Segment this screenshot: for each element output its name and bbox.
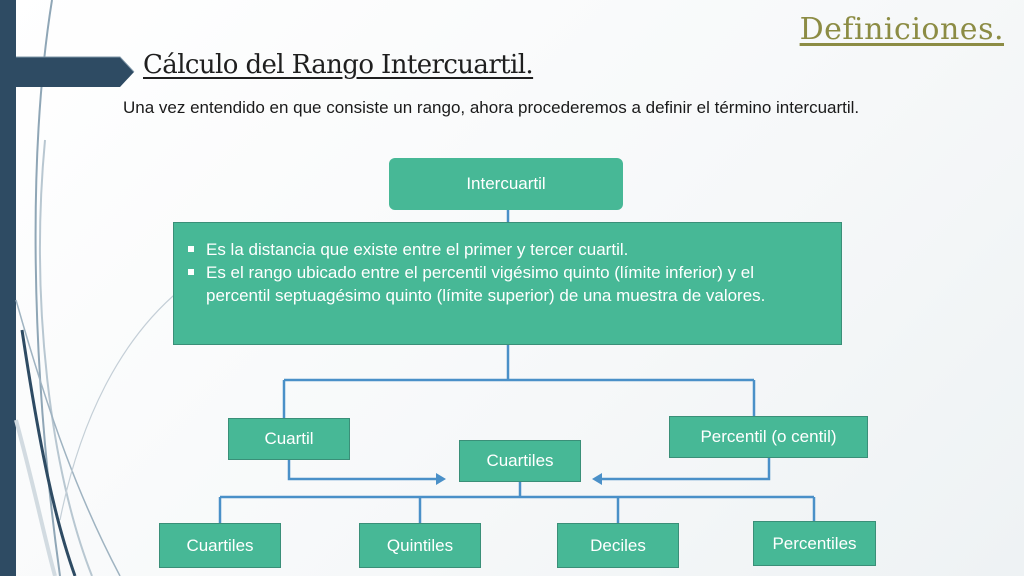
leaf-percentiles-node: Percentiles — [753, 521, 876, 566]
definition-item: Es el rango ubicado entre el percentil v… — [186, 261, 823, 307]
left-accent-bar — [0, 0, 16, 576]
cuartil-node: Cuartil — [228, 418, 350, 460]
definition-box: Es la distancia que existe entre el prim… — [173, 222, 842, 345]
title-arrow-decoration — [16, 56, 135, 87]
intercuartil-node: Intercuartil — [389, 158, 623, 210]
definition-item: Es la distancia que existe entre el prim… — [186, 238, 823, 261]
leaf-deciles-node: Deciles — [557, 523, 679, 568]
intro-text: Una vez entendido en que consiste un ran… — [123, 98, 860, 117]
leaf-cuartiles-node: Cuartiles — [159, 523, 281, 568]
cuartiles-center-node: Cuartiles — [459, 440, 581, 482]
corner-title: Definiciones. — [799, 12, 1004, 47]
leaf-quintiles-node: Quintiles — [359, 523, 481, 568]
percentil-node: Percentil (o centil) — [669, 416, 868, 458]
slide-title: Cálculo del Rango Intercuartil. — [143, 50, 534, 80]
